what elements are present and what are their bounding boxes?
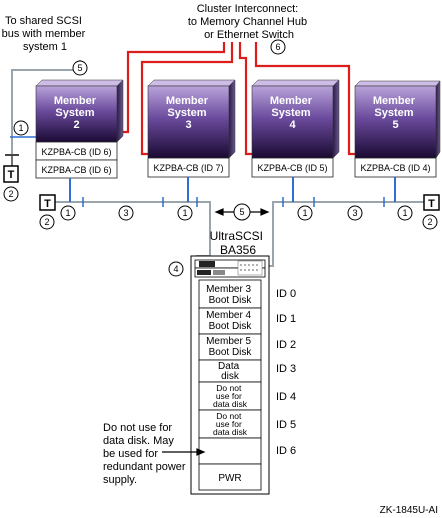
callout-3: 3 xyxy=(352,208,357,218)
ba356-enclosure xyxy=(190,255,270,495)
callout-1: 1 xyxy=(402,208,407,218)
adapter-label: KZPBA-CB (ID 7) xyxy=(153,163,223,173)
callout-4: 4 xyxy=(173,264,178,274)
slot-3-label: Data disk xyxy=(218,361,242,382)
callout-2: 2 xyxy=(44,217,49,227)
terminator-bus-left: T xyxy=(39,194,56,211)
svg-text:T: T xyxy=(44,198,51,210)
ultrascsi-label: UltraSCSI BA356 xyxy=(210,229,267,257)
adapter-label: KZPBA-CB (ID 6) xyxy=(41,147,111,157)
svg-text:T: T xyxy=(428,198,435,210)
system-title: Member System 4 xyxy=(270,95,315,131)
slot-id: ID 6 xyxy=(276,445,296,457)
member-system-2: Member System 2 xyxy=(35,79,124,143)
callout-1: 1 xyxy=(182,208,187,218)
callouts xyxy=(3,39,438,277)
member-system-5: Member System 5 xyxy=(354,80,441,159)
adapter-label: KZPBA-CB (ID 4) xyxy=(360,163,430,173)
slot-id: ID 1 xyxy=(276,313,296,325)
bus-ticks xyxy=(82,197,385,207)
callout-1: 1 xyxy=(302,208,307,218)
adapters: KZPBA-CB (ID 6) KZPBA-CB (ID 6) KZPBA-CB… xyxy=(35,141,437,179)
note-arrow xyxy=(162,448,206,456)
callout-numbers: 5 1 2 2 1 3 1 5 6 1 3 1 2 4 xyxy=(8,42,432,274)
slot-id: ID 2 xyxy=(276,339,296,351)
callout-1: 1 xyxy=(18,123,23,133)
slot-id: ID 0 xyxy=(276,288,296,300)
interconnect-cables xyxy=(117,42,355,156)
slot-id: ID 3 xyxy=(276,363,296,375)
slot-4-label: Do not use for data disk xyxy=(213,383,248,409)
slot-1-label: Member 4 Boot Disk xyxy=(206,310,254,332)
interconnect-cable-system-2 xyxy=(117,42,226,134)
slot-id: ID 5 xyxy=(276,419,296,431)
interconnect-cable-system-3 xyxy=(140,42,234,156)
adapter-label: KZPBA-CB (ID 5) xyxy=(257,163,327,173)
callout-1: 1 xyxy=(65,208,70,218)
slot-ids: ID 0 ID 1 ID 2 ID 3 ID 4 ID 5 ID 6 xyxy=(276,288,296,457)
slot-7-label: PWR xyxy=(218,473,241,484)
interconnect-cable-system-4 xyxy=(238,42,252,156)
system-title: Member System 2 xyxy=(54,95,99,131)
interconnect-label: Cluster Interconnect: to Memory Channel … xyxy=(188,3,310,41)
shared-bus-label: To shared SCSI bus with member system 1 xyxy=(2,15,89,53)
slot-id: ID 4 xyxy=(276,391,296,403)
system-title: Member System 3 xyxy=(166,95,211,131)
terminator-top-left: T xyxy=(3,165,19,183)
callout-3: 3 xyxy=(123,208,128,218)
callout-5: 5 xyxy=(77,63,82,73)
figure-id: ZK-1845U-AI xyxy=(380,505,438,516)
member-system-4: Member System 4 xyxy=(251,79,340,159)
slot-5-label: Do not use for data disk xyxy=(213,411,248,437)
adapter-label: KZPBA-CB (ID 6) xyxy=(41,165,111,175)
slot-0-label: Member 3 Boot Disk xyxy=(206,284,254,306)
slot-2-label: Member 5 Boot Disk xyxy=(206,336,254,358)
slot-labels: Member 3 Boot Disk Member 4 Boot Disk Me… xyxy=(206,284,254,484)
terminator-bus-right: T xyxy=(423,194,440,211)
interconnect-cable-system-5 xyxy=(254,42,355,156)
system-title: Member System 5 xyxy=(373,95,418,131)
callout-2: 2 xyxy=(427,217,432,227)
bus-drops xyxy=(69,177,396,202)
svg-text:T: T xyxy=(8,169,15,181)
callout-5: 5 xyxy=(239,207,244,217)
note-label: Do not use for data disk. May be used fo… xyxy=(103,422,189,486)
callout-6: 6 xyxy=(275,42,280,52)
member-system-3: Member System 3 xyxy=(147,79,236,159)
callout-2: 2 xyxy=(8,189,13,199)
